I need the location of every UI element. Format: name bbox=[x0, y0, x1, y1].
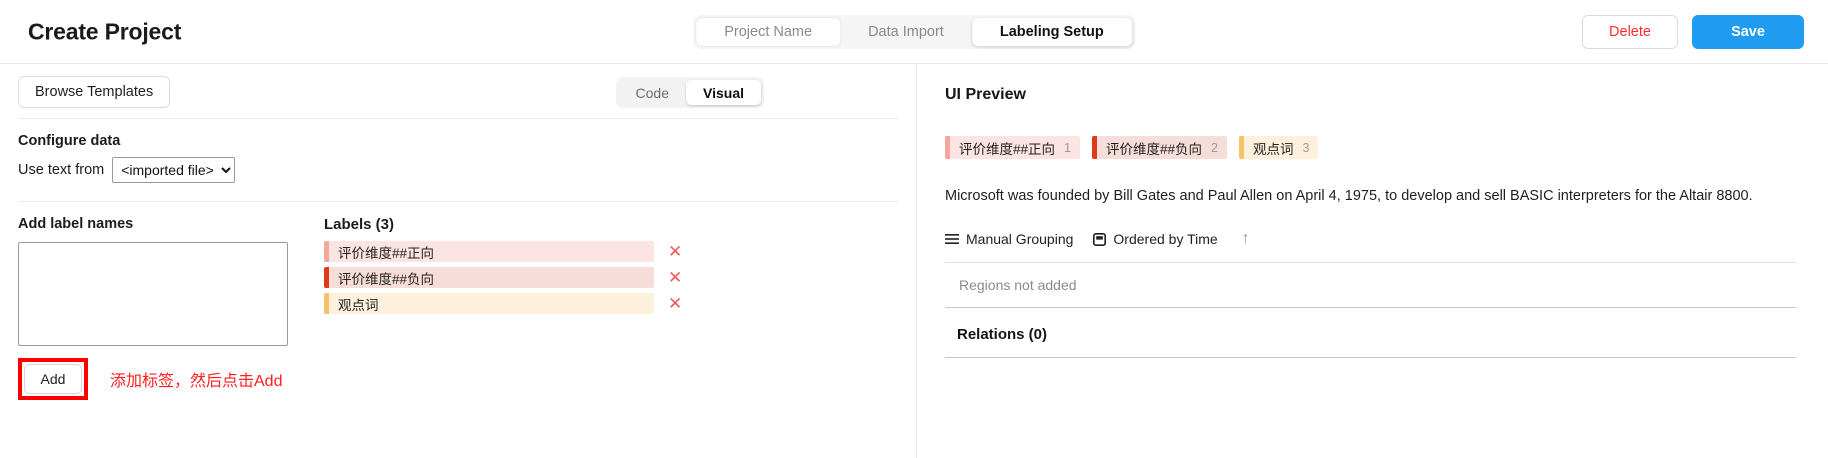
preview-label-chip-1[interactable]: 评价维度##负向 2 bbox=[1091, 136, 1227, 159]
top-bar: Create Project Project Name Data Import … bbox=[0, 0, 1828, 64]
browse-templates-button[interactable]: Browse Templates bbox=[18, 76, 171, 108]
manual-grouping-label: Manual Grouping bbox=[966, 231, 1074, 248]
editor-mode-visual[interactable]: Visual bbox=[686, 80, 761, 105]
close-icon[interactable]: ✕ bbox=[668, 294, 683, 313]
editor-mode-code[interactable]: Code bbox=[635, 84, 669, 101]
tab-labeling-setup[interactable]: Labeling Setup bbox=[971, 17, 1132, 46]
add-button-highlight: Add bbox=[18, 358, 88, 400]
preview-label-text: 评价维度##负向 bbox=[1105, 141, 1203, 157]
preview-label-text: 评价维度##正向 bbox=[959, 141, 1056, 157]
label-row: 评价维度##正向 ✕ bbox=[324, 241, 898, 262]
label-chips-row: 评价维度##正向 1 评价维度##负向 2 观点词 3 bbox=[945, 136, 1796, 159]
annotation-tools-row: Manual Grouping Ordered by Time ↑ bbox=[945, 230, 1796, 248]
configure-data-divider bbox=[18, 201, 898, 202]
configure-data-title: Configure data bbox=[18, 133, 121, 149]
wizard-tabs: Project Name Data Import Labeling Setup bbox=[693, 14, 1135, 49]
toolbar-divider bbox=[18, 118, 898, 119]
close-icon[interactable]: ✕ bbox=[668, 268, 683, 287]
tools-divider bbox=[945, 262, 1796, 264]
configure-data-section: Configure data Use text from <imported f… bbox=[0, 119, 916, 183]
tab-project-name[interactable]: Project Name bbox=[696, 17, 841, 46]
label-item-0[interactable]: 评价维度##正向 bbox=[324, 241, 654, 262]
top-bar-actions: Delete Save bbox=[1582, 14, 1804, 49]
preview-label-chip-0[interactable]: 评价维度##正向 1 bbox=[945, 136, 1080, 159]
regions-divider bbox=[945, 307, 1796, 309]
add-button[interactable]: Add bbox=[24, 364, 82, 394]
page-body: Browse Templates Code Visual Configure d… bbox=[0, 64, 1828, 458]
labels-list-column: Labels (3) 评价维度##正向 ✕ 评价维度##负向 ✕ 观点词 ✕ bbox=[324, 216, 898, 400]
preview-sample-text[interactable]: Microsoft was founded by Bill Gates and … bbox=[945, 188, 1753, 204]
preview-label-chip-2[interactable]: 观点词 3 bbox=[1238, 136, 1319, 159]
add-annotation-note: 添加标签，然后点击Add bbox=[110, 373, 283, 390]
preview-label-hotkey: 3 bbox=[1302, 140, 1310, 155]
rectangle-icon bbox=[1093, 232, 1107, 246]
preview-label-hotkey: 1 bbox=[1064, 140, 1071, 155]
labeling-config-pane: Browse Templates Code Visual Configure d… bbox=[0, 64, 917, 458]
label-names-input[interactable] bbox=[18, 242, 288, 346]
use-text-from-label: Use text from bbox=[18, 162, 105, 178]
labels-area: Add label names Add 添加标签，然后点击Add Labels … bbox=[0, 202, 916, 400]
preview-label-text: 观点词 bbox=[1252, 141, 1294, 157]
add-label-column: Add label names Add 添加标签，然后点击Add bbox=[18, 216, 288, 400]
regions-empty-text: Regions not added bbox=[959, 277, 1077, 294]
relations-header: Relations (0) bbox=[957, 326, 1048, 344]
relations-divider bbox=[945, 357, 1796, 359]
tab-data-import[interactable]: Data Import bbox=[868, 23, 944, 40]
close-icon[interactable]: ✕ bbox=[668, 242, 683, 261]
arrow-up-icon[interactable]: ↑ bbox=[1241, 230, 1250, 248]
text-source-select[interactable]: <imported file> bbox=[112, 157, 236, 183]
preview-label-hotkey: 2 bbox=[1211, 140, 1218, 155]
labels-list-header: Labels (3) bbox=[324, 216, 395, 233]
manual-grouping-button[interactable]: Manual Grouping bbox=[945, 231, 1073, 247]
ordered-by-time-label: Ordered by Time bbox=[1113, 231, 1218, 248]
ui-preview-pane: UI Preview 评价维度##正向 1 评价维度##负向 2 观点词 3 M… bbox=[917, 64, 1828, 458]
add-label-names-title: Add label names bbox=[18, 216, 134, 232]
ui-preview-title: UI Preview bbox=[945, 86, 1026, 103]
editor-mode-toggle: Code Visual bbox=[615, 77, 764, 108]
left-pane-toolbar: Browse Templates Code Visual bbox=[0, 64, 916, 118]
ordered-by-time-button[interactable]: Ordered by Time bbox=[1093, 231, 1218, 248]
label-row: 观点词 ✕ bbox=[324, 293, 898, 314]
add-button-row: Add 添加标签，然后点击Add bbox=[18, 358, 286, 400]
label-item-2[interactable]: 观点词 bbox=[324, 293, 654, 314]
save-button[interactable]: Save bbox=[1692, 14, 1804, 49]
list-lines-icon bbox=[945, 233, 959, 245]
label-item-1[interactable]: 评价维度##负向 bbox=[324, 267, 654, 288]
page-title: Create Project bbox=[28, 18, 182, 44]
delete-button[interactable]: Delete bbox=[1582, 14, 1678, 49]
use-text-from-row: Use text from <imported file> bbox=[18, 157, 898, 183]
label-row: 评价维度##负向 ✕ bbox=[324, 267, 898, 288]
